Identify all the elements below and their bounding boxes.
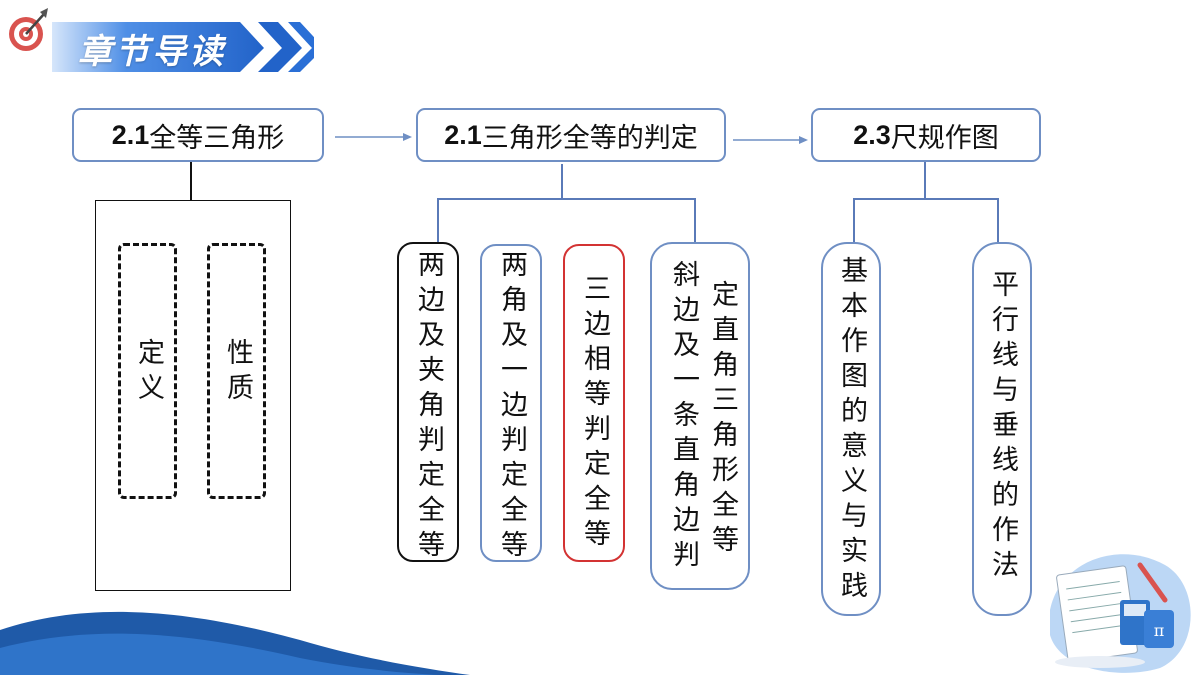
definition-box: 定义 (118, 243, 177, 499)
definition-label: 定义 (133, 338, 164, 408)
criterion-sss-label: 三边相等判定全等 (579, 274, 610, 554)
math-illustration: π (1050, 554, 1191, 673)
connector-line (924, 162, 926, 198)
properties-label: 性质 (222, 338, 253, 408)
pi-glyph: π (1154, 621, 1165, 640)
connector-line (997, 198, 999, 242)
connector-line (190, 162, 192, 200)
connector-line (853, 198, 999, 200)
chapter-box-ruler-compass: 2.3 尺规作图 (811, 108, 1041, 162)
chapter-name: 三角形全等的判定 (481, 122, 698, 154)
criterion-asa-box: 两角及一边判定全等 (480, 244, 542, 565)
parallel-perpendicular-box: 平行线与垂线的作法 (972, 242, 1032, 616)
connector-line (437, 198, 439, 242)
chapter-number: 2.3 (853, 119, 891, 150)
target-icon (9, 8, 48, 51)
criterion-hl-label-col2: 定直角三角形全等 (707, 280, 738, 560)
chapter-box-congruence-criteria: 2.1 三角形全等的判定 (416, 108, 726, 162)
chapter-number: 2.1 (111, 119, 150, 150)
definition-properties-panel (95, 200, 291, 591)
chapter-name: 尺规作图 (890, 122, 999, 154)
criterion-asa-label: 两角及一边判定全等 (496, 250, 527, 565)
connector-line (437, 198, 696, 200)
page-title: 章节导读 (78, 32, 226, 72)
wave-decoration (0, 611, 470, 675)
connector-line (694, 198, 696, 242)
properties-box: 性质 (207, 243, 266, 499)
basic-construction-label: 基本作图的意义与实践 (836, 256, 867, 606)
criterion-hl-box: 定直角三角形全等 斜边及一条直角边判 (650, 242, 750, 590)
section-banner: 章节导读 (52, 18, 314, 74)
connector-line (561, 164, 563, 198)
parallel-perpendicular-label: 平行线与垂线的作法 (987, 270, 1018, 585)
criterion-sas-label: 两边及夹角判定全等 (413, 250, 444, 565)
basic-construction-box: 基本作图的意义与实践 (821, 242, 881, 616)
criterion-sss-box: 三边相等判定全等 (563, 244, 625, 562)
chapter-box-congruent-triangles: 2.1 全等三角形 (72, 108, 324, 162)
criterion-sas-box: 两边及夹角判定全等 (397, 242, 459, 565)
criterion-hl-label-col1: 斜边及一条直角边判 (668, 260, 699, 575)
chapter-number: 2.1 (444, 119, 482, 150)
connector-line (853, 198, 855, 244)
chapter-name: 全等三角形 (149, 122, 285, 154)
